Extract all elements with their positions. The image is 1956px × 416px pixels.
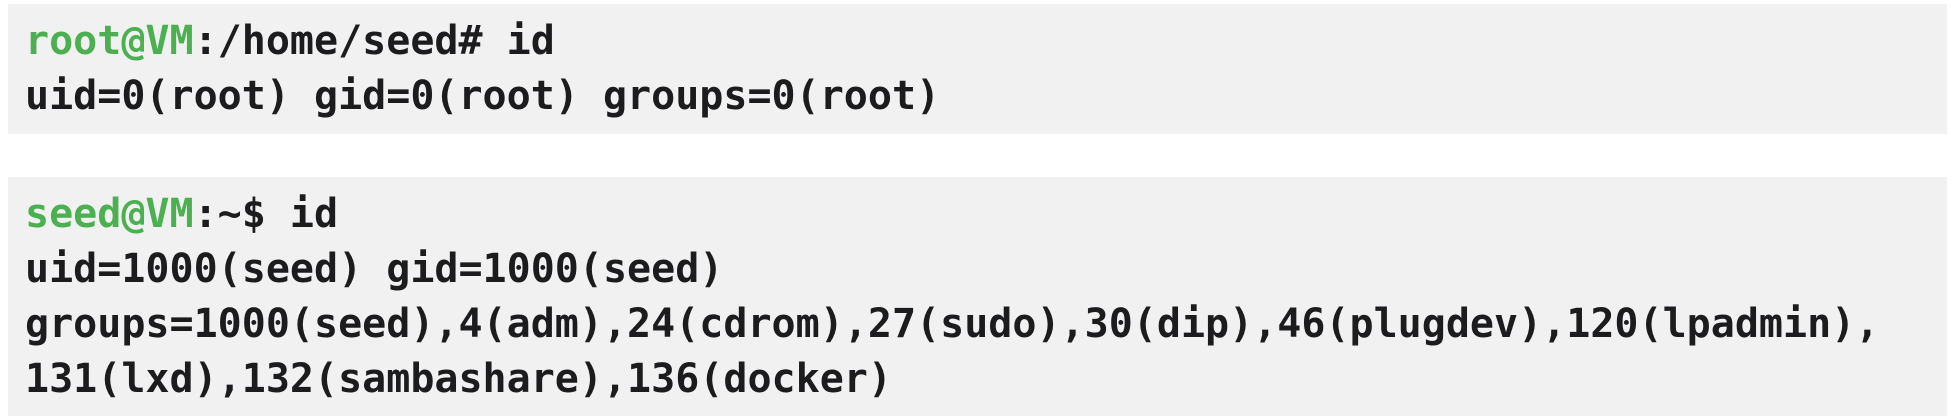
command-output: 131(lxd),132(sambashare),136(docker) [25, 356, 892, 402]
command-output: uid=0(root) gid=0(root) groups=0(root) [25, 73, 941, 119]
prompt-path-and-command: :~$ id [193, 191, 339, 237]
prompt-path-and-command: :/home/seed# id [193, 18, 555, 64]
seed-id-output-line-1: uid=1000(seed) gid=1000(seed) [25, 242, 1947, 297]
seed-id-output-line-3: 131(lxd),132(sambashare),136(docker) [25, 352, 1947, 407]
prompt-user-host: seed@VM [25, 191, 194, 237]
root-prompt-line: root@VM:/home/seed# id [25, 14, 1947, 69]
seed-id-output-line-2: groups=1000(seed),4(adm),24(cdrom),27(su… [25, 297, 1947, 352]
root-id-output-line: uid=0(root) gid=0(root) groups=0(root) [25, 69, 1947, 124]
prompt-user-host: root@VM [25, 18, 194, 64]
command-output: uid=1000(seed) gid=1000(seed) [25, 246, 724, 292]
command-output: groups=1000(seed),4(adm),24(cdrom),27(su… [25, 301, 1880, 347]
seed-prompt-line: seed@VM:~$ id [25, 187, 1947, 242]
